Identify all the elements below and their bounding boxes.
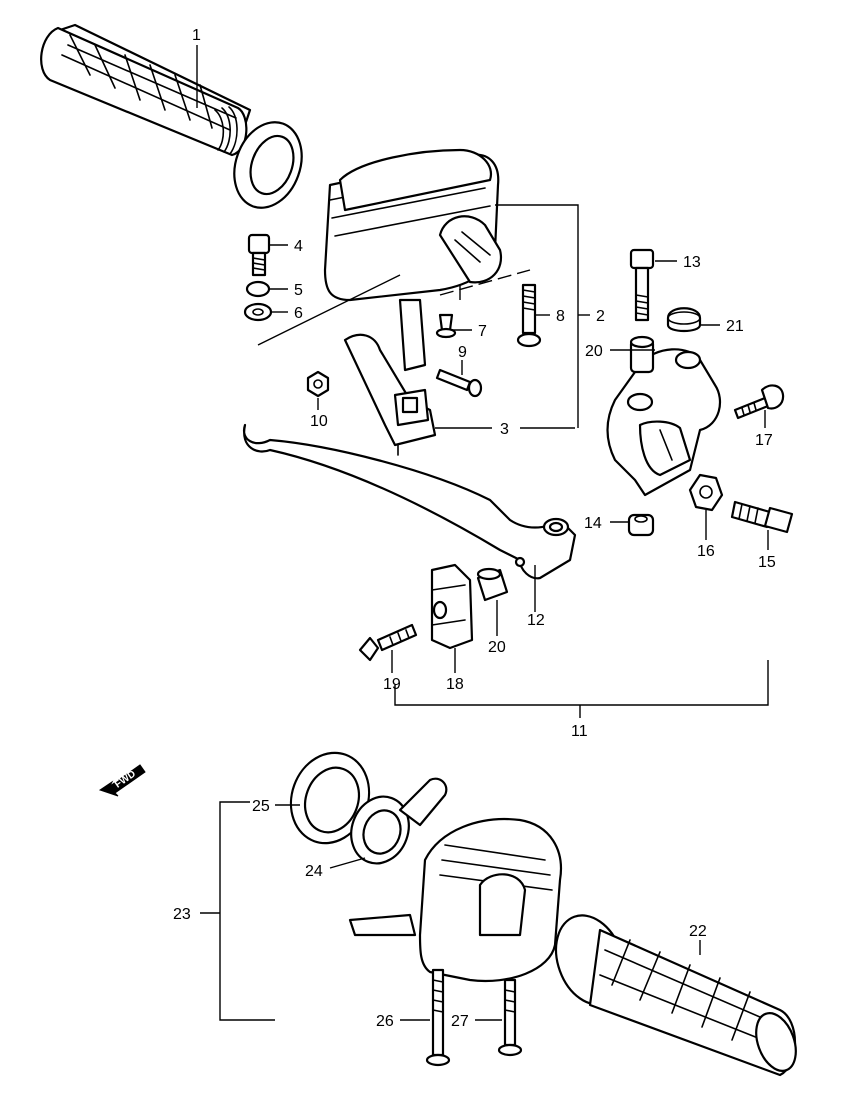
callout-19: 19	[383, 676, 401, 693]
callout-20-lower: 20	[488, 639, 506, 656]
callout-16: 16	[697, 543, 715, 560]
callout-3: 3	[500, 421, 509, 438]
clutch-lever	[242, 423, 577, 580]
screw-8	[516, 283, 542, 348]
callout-2: 2	[596, 308, 605, 325]
sleeve-14	[627, 513, 655, 537]
switch-housing-upper	[323, 148, 503, 372]
callout-10: 10	[310, 413, 328, 430]
sleeve-20-lower	[476, 567, 509, 602]
leader-lines	[196, 45, 769, 1021]
callouts: 1 4 5 6 7 8 2 9 10 3 13 21 20 17 14 16 1…	[173, 27, 776, 1030]
washer-6	[243, 302, 273, 322]
callout-9: 9	[458, 344, 467, 361]
callout-12: 12	[527, 612, 545, 629]
lever-bracket	[343, 333, 437, 456]
callout-6: 6	[294, 305, 303, 322]
nut-16	[688, 473, 724, 512]
bolt-19	[358, 623, 418, 662]
callout-7: 7	[478, 323, 487, 340]
left-grip	[40, 23, 303, 209]
screw-27	[497, 978, 523, 1057]
adjuster-15	[730, 500, 794, 534]
callout-4: 4	[294, 238, 303, 255]
callout-24: 24	[305, 863, 323, 880]
lever-holder	[606, 348, 722, 497]
ring-25	[289, 751, 371, 845]
callout-18: 18	[446, 676, 464, 693]
callout-20-upper: 20	[585, 343, 603, 360]
nut-10	[306, 370, 330, 398]
bolt-17	[733, 384, 785, 420]
callout-21: 21	[726, 318, 744, 335]
callout-26: 26	[376, 1013, 394, 1030]
sleeve-20-upper	[629, 335, 655, 374]
switch-housing-lower	[348, 818, 563, 982]
cap-21	[666, 307, 702, 333]
screw-9	[435, 368, 483, 398]
bolt-13	[629, 248, 655, 322]
callout-27: 27	[451, 1013, 469, 1030]
callout-22: 22	[689, 923, 707, 940]
callout-11: 11	[571, 723, 588, 740]
throttle-tube-24	[350, 777, 448, 865]
washer-5	[245, 280, 271, 298]
callout-17: 17	[755, 432, 773, 449]
callout-23: 23	[173, 906, 191, 923]
callout-15: 15	[758, 554, 776, 571]
callout-13: 13	[683, 254, 701, 271]
washer-6-hole	[252, 308, 264, 316]
screw-26	[425, 968, 451, 1067]
callout-1: 1	[192, 27, 201, 44]
right-grip	[554, 914, 797, 1077]
callout-5: 5	[294, 282, 303, 299]
screw-4	[247, 233, 271, 277]
callout-14: 14	[584, 515, 602, 532]
callout-25: 25	[252, 798, 270, 815]
screw-7	[435, 313, 457, 339]
fwd-arrow-icon: FWD	[98, 764, 146, 797]
clamp-18	[430, 563, 474, 650]
callout-8: 8	[556, 308, 565, 325]
